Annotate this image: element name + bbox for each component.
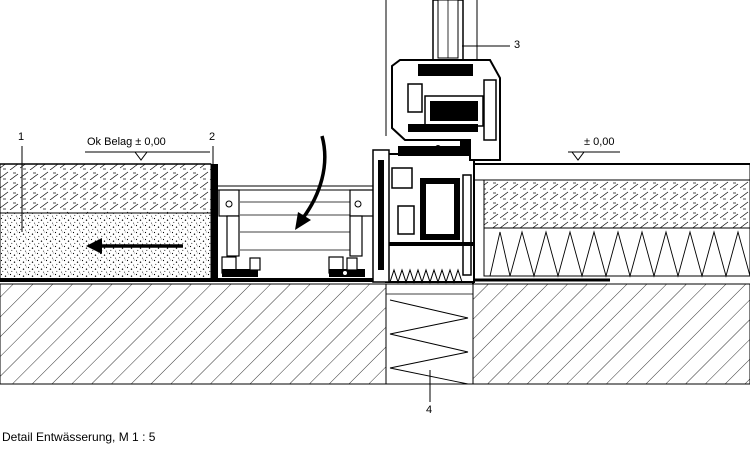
level-marker-right — [568, 151, 620, 161]
door-frame — [372, 140, 478, 284]
drainage-arrow — [86, 238, 183, 254]
drainage-channel — [211, 164, 382, 279]
callout-1: 1 — [18, 131, 25, 143]
callout-3: 3 — [514, 39, 521, 51]
floor-finish — [472, 163, 750, 284]
door-leaf — [385, 0, 501, 161]
level-label-left: Ok Belag ± 0,00 — [87, 136, 166, 148]
leader-lines — [21, 45, 510, 402]
paving-layer — [0, 163, 212, 214]
concrete-slab — [0, 283, 750, 385]
level-label-right: ± 0,00 — [584, 136, 615, 148]
water-inflow-arrow — [295, 135, 327, 230]
insulation-block — [385, 283, 474, 385]
callout-2: 2 — [209, 131, 216, 143]
level-marker-left — [85, 151, 210, 161]
callout-4: 4 — [426, 404, 433, 416]
drawing-caption: Detail Entwässerung, M 1 : 5 — [2, 430, 156, 444]
